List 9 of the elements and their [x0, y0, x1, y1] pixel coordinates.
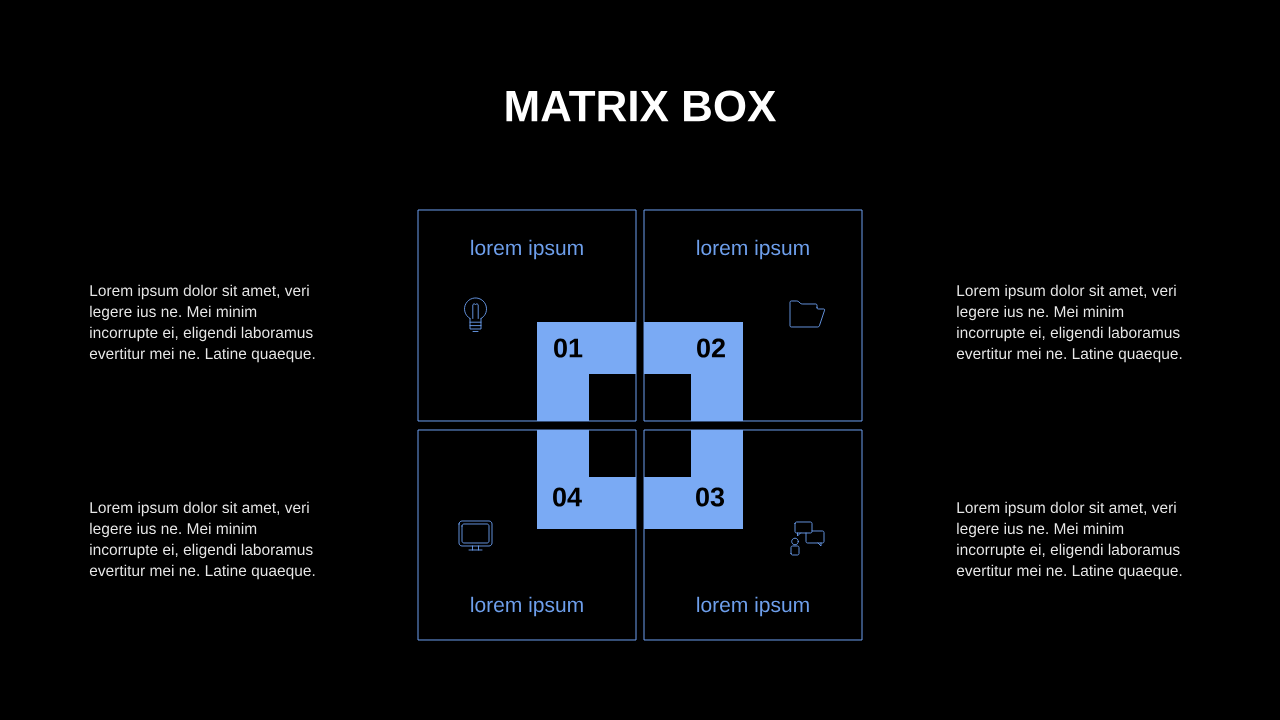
paragraph: Lorem ipsum dolor sit amet, veri legere ius ne. Mei minim incorrupte ei, eligendi laboramus evertitur mei ne. Latine quaeque. [956, 284, 1182, 363]
paragraph: Lorem ipsum dolor sit amet, veri legere ius ne. Mei minim incorrupte ei, eligendi laboramus evertitur mei ne. Latine quaeque. [956, 501, 1182, 580]
title: MATRIX BOX [506, 90, 777, 122]
paragraph: Lorem ipsum dolor sit amet, veri legere ius ne. Mei minim incorrupte ei, eligendi laboramus evertitur mei ne. Latine quaeque. [89, 501, 315, 580]
number-block: 02 [644, 322, 743, 421]
number-block: 04 [537, 430, 636, 529]
number-block: 03 [644, 430, 743, 529]
paragraph: Lorem ipsum dolor sit amet, veri legere ius ne. Mei minim incorrupte ei, eligendi laboramus evertitur mei ne. Latine quaeque. [89, 284, 315, 363]
number-block: 01 [537, 322, 636, 421]
